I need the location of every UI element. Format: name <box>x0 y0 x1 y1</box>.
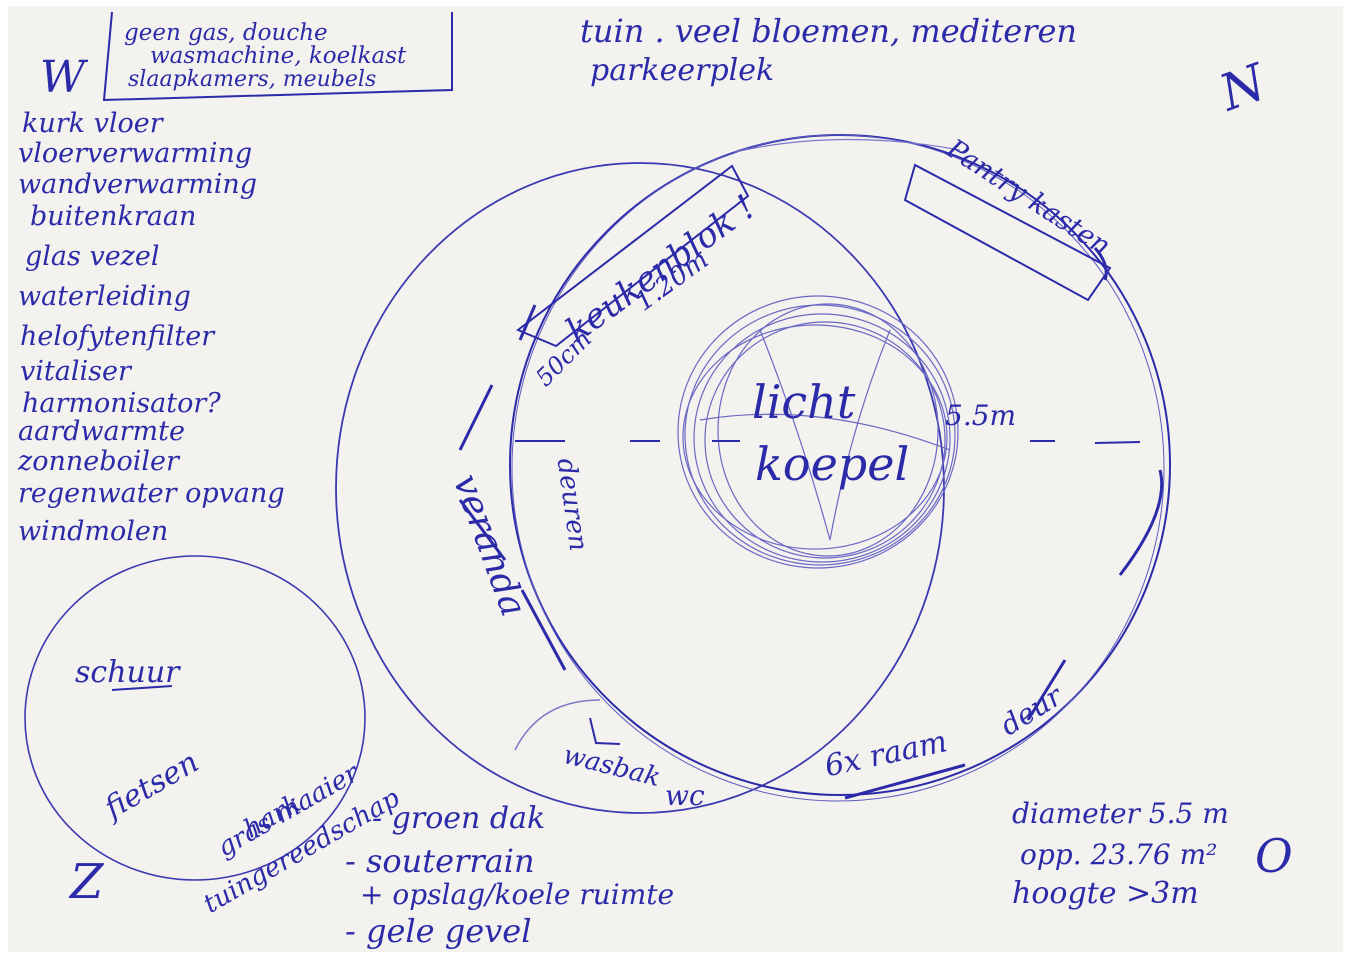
bottom-note: - groen dak <box>372 801 545 836</box>
bottom-note: + opslag/koele ruimte <box>360 878 674 911</box>
skylight-label-2: koepel <box>755 437 909 491</box>
house-circle-sketch <box>511 134 1165 802</box>
spec-area: opp. 23.76 m² <box>1020 838 1217 871</box>
feature-item: vitaliser <box>20 356 133 387</box>
veranda-circle <box>335 162 945 814</box>
feature-item: zonneboiler <box>17 446 181 477</box>
feature-item: glas vezel <box>25 241 160 272</box>
boxed-note-line-1: geen gas, douche <box>124 20 328 46</box>
wall-corner <box>589 717 621 745</box>
shed-circle <box>24 555 366 881</box>
toilet-label: wc <box>665 779 705 812</box>
feature-item: helofytenfilter <box>20 321 216 352</box>
feature-item: harmonisator? <box>22 388 221 419</box>
feature-item: regenwater opvang <box>18 478 285 509</box>
kitchen-block-outline <box>516 164 750 348</box>
note-box <box>102 11 453 102</box>
feature-item: aardwarmte <box>18 416 185 447</box>
compass-east: O <box>1255 829 1293 883</box>
opening-marks <box>458 247 1164 800</box>
bottom-note: - gele gevel <box>345 912 531 950</box>
garden-note-line-1: tuin . veel bloemen, mediteren <box>580 12 1077 50</box>
radius-label: 5.5m <box>945 399 1016 432</box>
skylight-dome <box>677 295 959 569</box>
compass-south: Z <box>68 854 105 910</box>
shed-title: schuur <box>75 655 181 690</box>
diameter-dash <box>515 440 1141 444</box>
feature-item: waterleiding <box>18 281 191 312</box>
garden-note-line-2: parkeerplek <box>590 53 774 88</box>
feature-item: kurk vloer <box>22 108 165 139</box>
spec-height: hoogte >3m <box>1012 876 1199 911</box>
feature-item: windmolen <box>18 516 168 547</box>
pantry-outline <box>903 163 1112 302</box>
boxed-note-line-3: slaapkamers, meubels <box>128 67 376 92</box>
feature-item: wandverwarming <box>18 169 257 200</box>
skylight-label-1: licht <box>752 375 856 429</box>
compass-west: W <box>40 52 89 103</box>
paper <box>8 6 1343 952</box>
feature-item: vloerverwarming <box>18 138 252 169</box>
sink-arc <box>514 699 601 751</box>
spec-diameter: diameter 5.5 m <box>1012 797 1229 830</box>
sketch-arc <box>734 138 961 153</box>
shed-title-underline <box>111 685 173 691</box>
feature-item: buitenkraan <box>30 201 196 232</box>
boxed-note-line-2: wasmachine, koelkast <box>150 43 407 69</box>
bottom-note: - souterrain <box>345 842 535 880</box>
feature-list: kurk vloer vloerverwarming wandverwarmin… <box>17 108 285 547</box>
